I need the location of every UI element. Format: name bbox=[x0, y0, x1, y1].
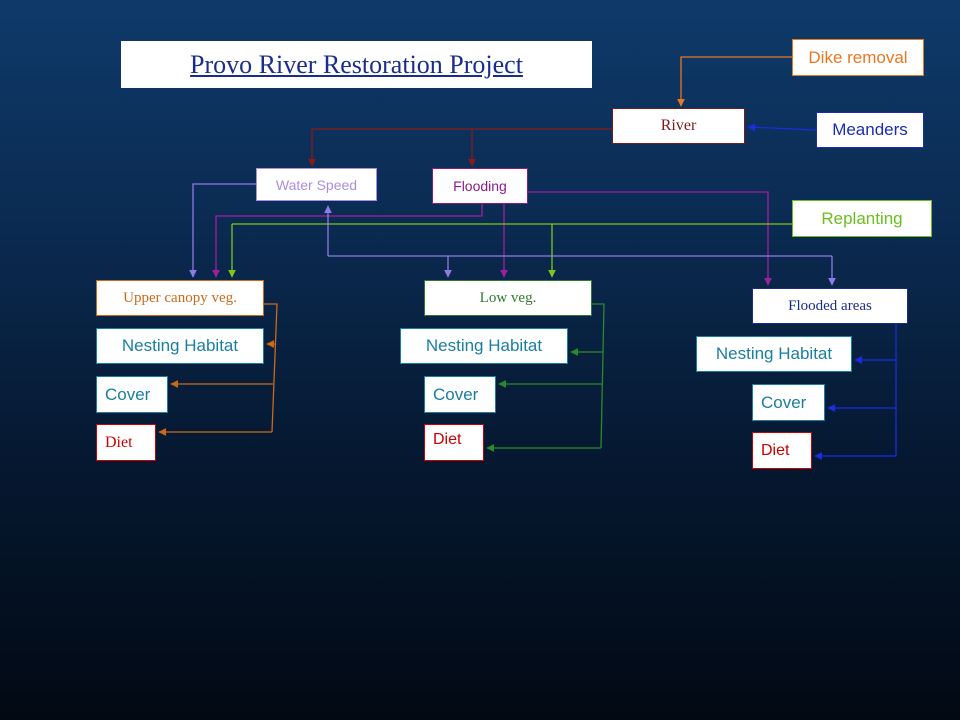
node-river: River bbox=[612, 108, 745, 144]
flooded-cover: Cover bbox=[752, 384, 825, 421]
upper-cover: Cover bbox=[96, 376, 168, 413]
node-replanting: Replanting bbox=[792, 200, 932, 237]
line-low-spine bbox=[592, 303, 605, 449]
node-flooding: Flooding bbox=[432, 168, 528, 204]
upper-nesting-habitat: Nesting Habitat bbox=[96, 328, 264, 364]
low-nesting-habitat: Nesting Habitat bbox=[400, 328, 568, 364]
flooded-nesting-habitat: Nesting Habitat bbox=[696, 336, 852, 372]
arrow-dike-to-river bbox=[677, 56, 792, 107]
arrow-meanders-to-river bbox=[747, 123, 817, 132]
line-upper-spine bbox=[264, 303, 278, 433]
low-cover: Cover bbox=[424, 376, 496, 413]
node-meanders: Meanders bbox=[816, 112, 924, 148]
node-upper-canopy: Upper canopy veg. bbox=[96, 280, 264, 316]
node-flooded-areas: Flooded areas bbox=[752, 288, 908, 324]
node-low-veg: Low veg. bbox=[424, 280, 592, 316]
arrow-water-speed-to-upper bbox=[189, 183, 256, 278]
arrow-flooding-to-upper bbox=[212, 204, 483, 278]
upper-diet: Diet bbox=[96, 424, 156, 461]
low-diet: Diet bbox=[424, 424, 484, 461]
diagram-title: Provo River Restoration Project bbox=[121, 41, 592, 88]
node-water-speed: Water Speed bbox=[256, 168, 377, 201]
flooded-diet: Diet bbox=[752, 432, 812, 469]
node-dike-removal: Dike removal bbox=[792, 39, 924, 76]
arrow-flooding-to-flooded bbox=[528, 191, 772, 286]
